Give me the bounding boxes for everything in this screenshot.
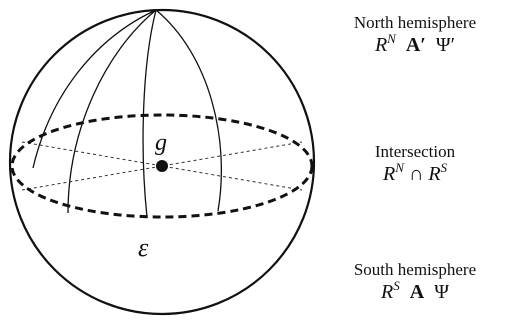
intersection-cap: ∩ [408,163,424,185]
sphere-figure: g ε [8,8,316,316]
center-point-label: g [155,130,167,156]
south-R-sup: S [393,278,400,293]
sphere-outline [8,8,316,316]
intersection-R2: R [428,163,441,185]
legend-intersection-title: Intersection [374,142,456,161]
legend-south: South hemisphere RS A Ψ [318,260,512,304]
north-R-sup: N [387,31,396,46]
legend-intersection: Intersection RN ∩ RS [318,142,512,186]
equator-ellipse [10,113,314,219]
center-point-g [156,160,168,172]
south-Psi: Ψ [434,281,449,303]
intersection-sup2: S [440,160,448,175]
meridian-right [155,9,223,212]
legend-north-formula: RN A′ Ψ′ [318,31,512,57]
legend-south-formula: RS A Ψ [318,278,512,304]
legend-north-title: North hemisphere [353,13,477,32]
legend-north: North hemisphere RN A′ Ψ′ [318,13,512,57]
legend-south-title: South hemisphere [353,260,477,279]
intersection-R1: R [382,163,396,185]
south-R: R [381,281,394,303]
north-R: R [374,34,388,56]
intersection-sup1: N [395,160,404,175]
meridian-center [142,9,157,218]
south-A: A [409,281,425,303]
north-A: A′ [405,34,426,56]
equator-label: ε [138,233,149,262]
meridian-far-left [32,9,157,169]
legend-intersection-formula: RN ∩ RS [318,160,512,186]
axis-line-1 [21,141,303,191]
axis-line-2 [21,141,303,191]
north-Psi: Ψ′ [435,34,456,56]
meridian-left [67,9,157,214]
